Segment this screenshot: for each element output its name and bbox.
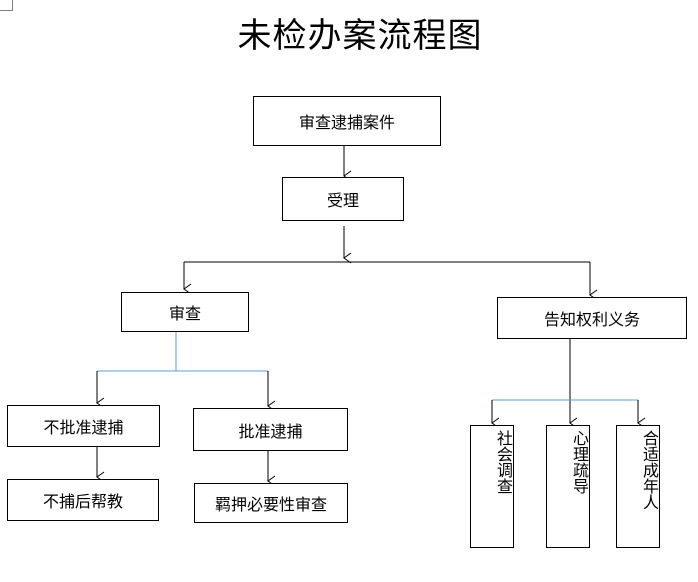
node-adult-present: 合适成年人 <box>616 425 660 548</box>
node-psych-counsel-label: 心理疏导 <box>570 430 589 494</box>
page-title: 未检办案流程图 <box>237 16 483 56</box>
corner-mark-horizontal <box>0 10 12 11</box>
node-approve: 批准逮捕 <box>193 408 348 451</box>
node-no-arrest-help: 不捕后帮教 <box>7 479 159 521</box>
corner-mark-vertical <box>12 0 13 11</box>
node-examine: 审查 <box>121 292 249 332</box>
node-psych-counsel: 心理疏导 <box>546 425 590 548</box>
node-adult-present-label: 合适成年人 <box>640 430 659 510</box>
node-accept: 受理 <box>282 177 404 221</box>
node-not-approve: 不批准逮捕 <box>7 405 160 447</box>
node-social-survey: 社会调查 <box>470 425 514 548</box>
node-review-arrest: 审查逮捕案件 <box>253 96 441 146</box>
node-social-survey-label: 社会调查 <box>494 430 513 494</box>
node-inform-rights: 告知权利义务 <box>497 297 687 339</box>
node-detention-review: 羁押必要性审查 <box>194 483 348 523</box>
